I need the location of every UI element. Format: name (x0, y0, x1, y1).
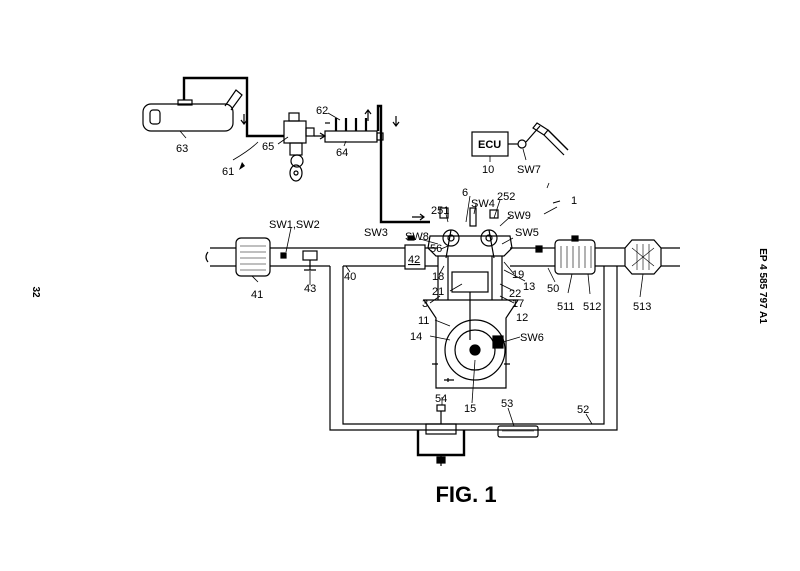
egr-pipe-inner (329, 266, 618, 431)
label-15: 15 (464, 403, 476, 415)
engine-1 (422, 207, 520, 389)
label-252: 252 (497, 191, 515, 203)
air-cleaner-41 (235, 237, 271, 277)
label-65: 65 (262, 141, 274, 153)
fuel-rail-64 (324, 118, 384, 143)
label-43: 43 (304, 283, 316, 295)
label-ecu: ECU (478, 139, 501, 151)
label-sw9: SW9 (507, 210, 531, 222)
fuel-line-rail-to-engine (376, 104, 430, 224)
exhaust-pipe (510, 247, 680, 267)
label-11: 11 (418, 315, 429, 327)
label-61: 61 (222, 166, 234, 178)
label-14: 14 (410, 331, 422, 343)
sensor-sw3 (407, 235, 415, 241)
flow-arrow-right-icon (314, 132, 327, 140)
flow-arrow-down-icon (240, 114, 248, 125)
label-62: 62 (316, 105, 328, 117)
fuel-tank-63 (142, 89, 243, 132)
catalyst-511 (554, 235, 596, 275)
flow-arrow-down-icon (392, 116, 400, 127)
label-6: 6 (462, 187, 468, 199)
label-3: 3 (422, 298, 428, 310)
label-17: 17 (512, 298, 524, 310)
pedal-sensor-sw7 (517, 139, 527, 149)
sensor-sw5 (535, 245, 543, 253)
label-1: 1 (571, 195, 577, 207)
sensor-sw1-sw2 (280, 252, 287, 259)
label-19: 19 (512, 269, 524, 281)
publication-number: EP 4 585 797 A1 (757, 248, 768, 324)
label-sw6: SW6 (520, 332, 544, 344)
flow-arrow-right-icon (412, 213, 425, 221)
label-56: 56 (430, 243, 442, 255)
label-61-arrow-icon (239, 162, 245, 170)
label-40: 40 (344, 271, 356, 283)
label-64: 64 (336, 147, 348, 159)
label-10: 10 (482, 164, 494, 176)
label-sw3: SW3 (364, 227, 388, 239)
label-511: 511 (557, 301, 575, 313)
muffler-513 (624, 239, 662, 275)
label-42: 42 (408, 254, 420, 266)
label-12: 12 (516, 312, 528, 324)
fuel-line-tank-to-pump (182, 76, 284, 138)
label-18: 18 (432, 271, 444, 283)
label-sw4: SW4 (471, 198, 495, 210)
label-513: 513 (633, 301, 651, 313)
label-512: 512 (583, 301, 601, 313)
label-63: 63 (176, 143, 188, 155)
flow-arrow-up-icon (364, 109, 372, 121)
label-54: 54 (435, 393, 447, 405)
intake-component-42 (404, 244, 426, 270)
egr-cooler-53 (497, 425, 539, 438)
throttle-43 (302, 250, 318, 271)
label-sw1-sw2: SW1,SW2 (269, 219, 320, 231)
label-21: 21 (432, 286, 444, 298)
label-41: 41 (251, 289, 263, 301)
label-sw5: SW5 (515, 227, 539, 239)
high-pressure-pump-65 (283, 112, 315, 182)
egr-pipe-outer (342, 266, 605, 425)
label-53: 53 (501, 398, 513, 410)
label-52: 52 (577, 404, 589, 416)
egr-valve-54 (416, 404, 466, 466)
figure-title: FIG. 1 (435, 482, 496, 507)
label-sw8: SW8 (405, 231, 429, 243)
label-22: 22 (509, 288, 521, 300)
label-sw7: SW7 (517, 164, 541, 176)
accelerator-pedal (525, 122, 569, 156)
label-50: 50 (547, 283, 559, 295)
page-number: 32 (30, 286, 41, 298)
label-251: 251 (431, 205, 449, 217)
leader-lines (179, 112, 644, 427)
label-1-arrow-icon (552, 200, 561, 204)
intake-pipe (205, 247, 438, 267)
label-13: 13 (523, 281, 535, 293)
